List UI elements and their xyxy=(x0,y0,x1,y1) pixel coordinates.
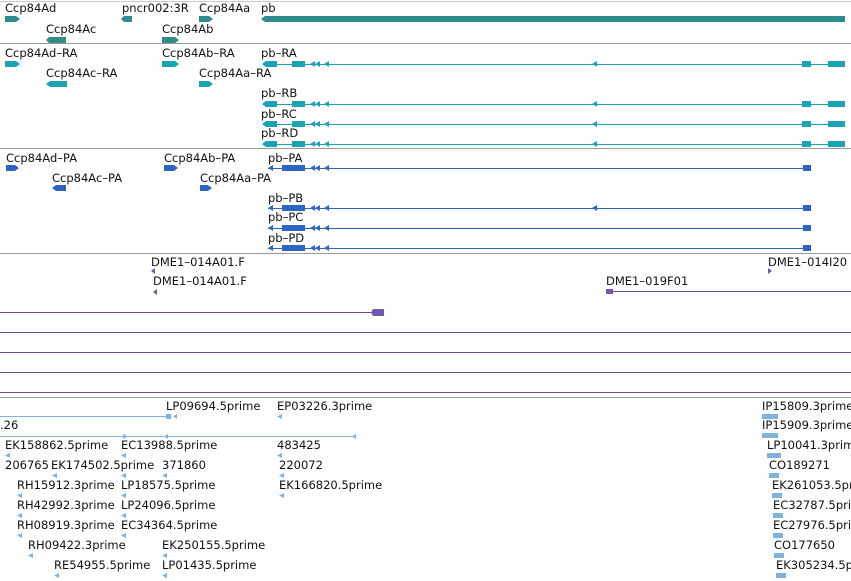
gene-glyph[interactable] xyxy=(5,16,20,22)
cdna-label: DME1–014A01.F xyxy=(151,255,245,269)
transcript-label: pb–RD xyxy=(261,126,298,140)
est-label: LP09694.5prime xyxy=(166,399,260,413)
est-label: RH08919.3prime xyxy=(17,518,115,532)
transcript-label: Ccp84Ab–RA xyxy=(162,46,235,60)
est-label: 220072 xyxy=(279,458,323,472)
cdna-label: DME1–014A01.F xyxy=(153,274,247,288)
transcript-track: Ccp84Ad–RA Ccp84Ac–RA Ccp84Ab–RA Ccp84Aa… xyxy=(5,46,845,147)
est-label: EC32787.5prime xyxy=(773,498,851,512)
protein-glyph[interactable] xyxy=(268,225,811,231)
gene-label: pncr002:3R xyxy=(122,1,189,15)
est-label: IP15809.3prime xyxy=(762,399,851,413)
protein-glyph[interactable] xyxy=(164,165,178,171)
transcript-glyph[interactable] xyxy=(262,141,845,147)
protein-label: pb–PD xyxy=(268,231,304,245)
cdna-track: DME1–014A01.F DME1–014A01.F DME1–014I20 … xyxy=(0,255,851,393)
est-label: RH15912.3prime xyxy=(17,478,115,492)
est-label: EK166820.5prime xyxy=(279,478,382,492)
gene-label: Ccp84Ac xyxy=(46,22,96,36)
est-label: RE54955.5prime xyxy=(54,558,150,572)
gene-glyph[interactable] xyxy=(261,16,845,22)
transcript-label: pb–RB xyxy=(261,86,297,100)
protein-label: pb–PC xyxy=(268,210,303,224)
protein-label: pb–PA xyxy=(268,151,303,165)
cdna-label: DME1–019F01 xyxy=(606,274,688,288)
est-label: EC13988.5prime xyxy=(121,438,217,452)
protein-track: Ccp84Ad–PA Ccp84Ac–PA Ccp84Ab–PA Ccp84Aa… xyxy=(6,151,811,251)
transcript-label: Ccp84Ac–RA xyxy=(46,66,118,80)
cdna-glyph[interactable] xyxy=(606,289,851,294)
est-label: LP10041.3prime xyxy=(767,438,851,452)
est-label: .26 xyxy=(0,418,18,432)
transcript-label: pb–RC xyxy=(261,107,297,121)
est-label: LP01435.5prime xyxy=(162,558,256,572)
est-alignment[interactable] xyxy=(0,434,356,439)
est-label: EK158862.5prime xyxy=(5,438,108,452)
est-label: EK261053.5prime xyxy=(772,478,851,492)
cdna-marker[interactable] xyxy=(768,268,772,274)
est-label: LP24096.5prime xyxy=(121,498,215,512)
protein-glyph[interactable] xyxy=(268,245,811,251)
transcript-glyph[interactable] xyxy=(262,121,845,127)
protein-glyph[interactable] xyxy=(268,165,811,171)
transcript-glyph[interactable] xyxy=(262,101,845,107)
gene-label: Ccp84Ab xyxy=(162,22,213,36)
transcript-label: Ccp84Ad–RA xyxy=(5,46,78,60)
cdna-marker[interactable] xyxy=(151,268,155,274)
protein-label: Ccp84Ad–PA xyxy=(6,151,77,165)
transcript-label: Ccp84Aa–RA xyxy=(199,66,271,80)
est-label: CO189271 xyxy=(769,458,830,472)
gene-glyph[interactable] xyxy=(199,16,213,22)
cdna-glyph[interactable] xyxy=(0,309,384,316)
gene-label: Ccp84Ad xyxy=(5,1,56,15)
est-label: 483425 xyxy=(277,438,321,452)
est-track: LP09694.5prime EP03226.3prime IP15809.3p… xyxy=(0,399,851,578)
transcript-glyph[interactable] xyxy=(199,81,213,87)
transcript-glyph[interactable] xyxy=(162,61,179,67)
track-separators xyxy=(0,1,851,398)
protein-label: Ccp84Ab–PA xyxy=(164,151,235,165)
protein-label: Ccp84Ac–PA xyxy=(52,171,122,185)
transcript-glyph[interactable] xyxy=(262,61,845,67)
protein-glyph[interactable] xyxy=(200,185,212,191)
est-label: 206765 xyxy=(5,458,49,472)
gene-glyph[interactable] xyxy=(46,37,66,43)
protein-glyph[interactable] xyxy=(268,205,811,211)
protein-label: pb–PB xyxy=(268,191,303,205)
protein-label: Ccp84Aa–PA xyxy=(200,171,271,185)
est-label: EK174502.5prime xyxy=(51,458,154,472)
gene-glyph[interactable] xyxy=(121,16,132,22)
est-glyphs[interactable] xyxy=(5,414,786,578)
gene-label: pb xyxy=(261,1,276,15)
est-label: EC27976.5prime xyxy=(773,518,851,532)
est-label: EC34364.5prime xyxy=(121,518,217,532)
gene-label: Ccp84Aa xyxy=(199,1,250,15)
cdna-label: DME1–014I20 xyxy=(768,255,847,269)
transcript-label: pb–RA xyxy=(261,46,297,60)
est-label: EK305234.5prime xyxy=(776,558,851,572)
transcript-glyph[interactable] xyxy=(5,61,20,67)
gene-track: Ccp84Ad Ccp84Ac pncr002:3R Ccp84Ab Ccp84… xyxy=(5,1,845,43)
gene-glyph[interactable] xyxy=(162,37,179,43)
est-label: 371860 xyxy=(162,458,206,472)
protein-glyph[interactable] xyxy=(52,185,66,191)
est-alignment[interactable] xyxy=(0,414,177,419)
est-label: LP18575.5prime xyxy=(121,478,215,492)
est-label: RH42992.3prime xyxy=(17,498,115,512)
est-label: IP15909.3prime xyxy=(762,418,851,432)
est-label: CO177650 xyxy=(774,538,835,552)
cdna-marker[interactable] xyxy=(153,289,157,295)
est-label: RH09422.3prime xyxy=(28,538,126,552)
transcript-glyph[interactable] xyxy=(46,81,67,87)
est-label: EK250155.5prime xyxy=(162,538,265,552)
protein-glyph[interactable] xyxy=(6,165,19,171)
est-label: EP03226.3prime xyxy=(277,399,372,413)
